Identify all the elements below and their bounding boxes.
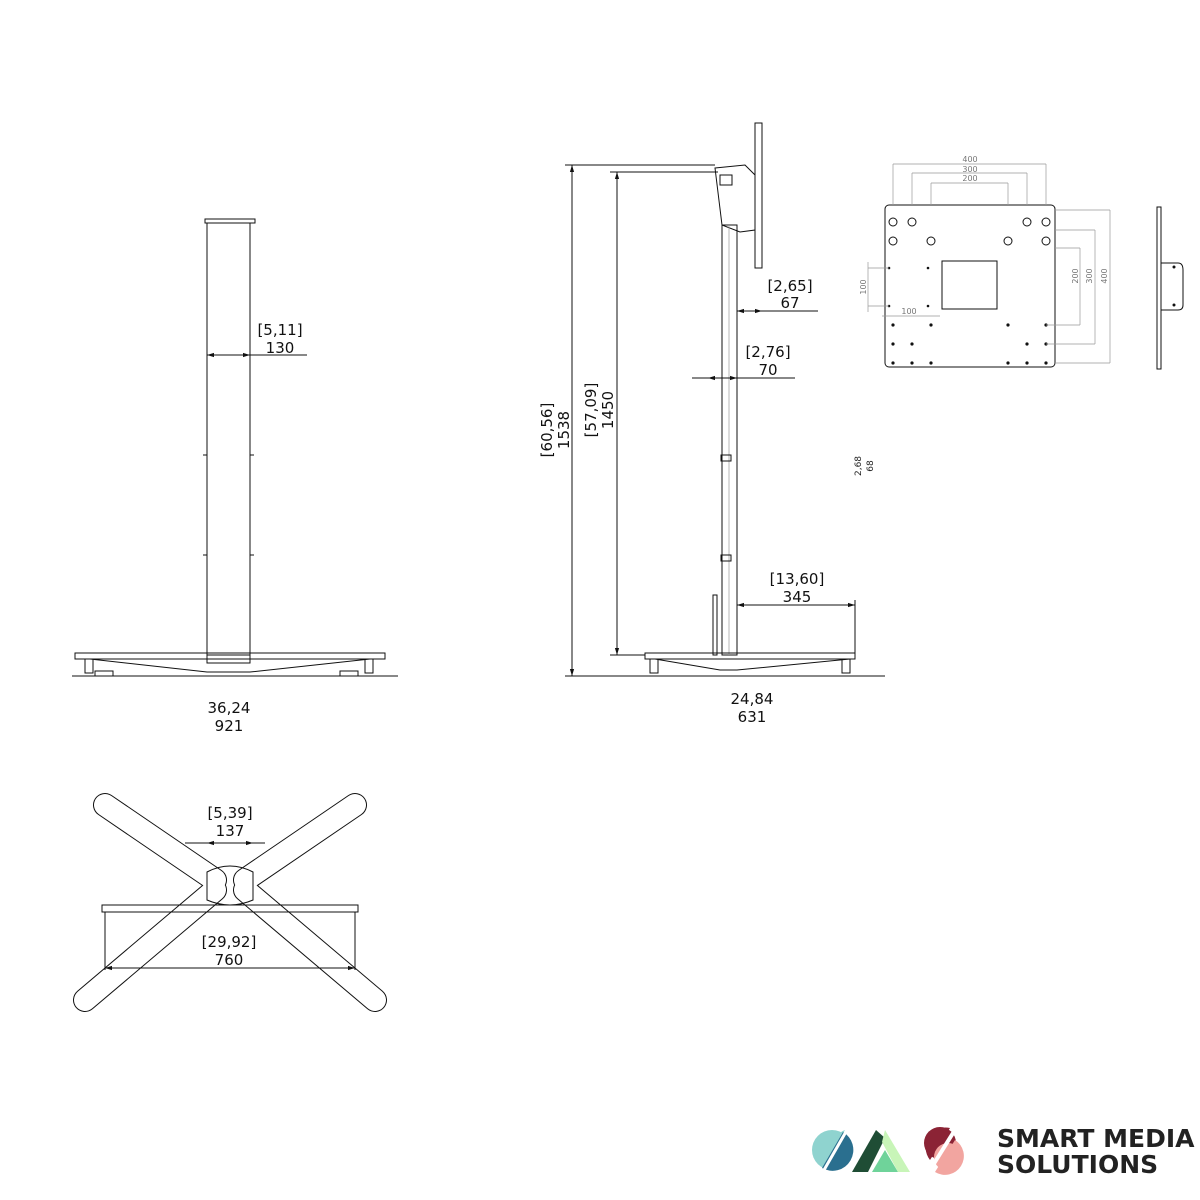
- span-mm: 760: [215, 951, 244, 969]
- brand-logo: SMART MEDIA SOLUTIONS: [812, 1123, 1195, 1179]
- foot-depth-inch: [13,60]: [770, 570, 825, 588]
- side-base-inch: 24,84: [731, 690, 774, 708]
- pole-height-inch: [57,09]: [582, 383, 600, 438]
- front-width-mm: 130: [266, 339, 295, 357]
- vesa-top-200: 200: [962, 174, 977, 183]
- vesa-right-300: 300: [1085, 268, 1094, 283]
- vesa-small-v-100: 100: [859, 279, 868, 294]
- front-base-inch: 36,24: [208, 699, 251, 717]
- bracket-depth-mm: 67: [780, 294, 799, 312]
- vesa-plate-outline: [884, 204, 1056, 368]
- total-height-mm: 1538: [555, 411, 573, 449]
- plate-thickness-inch: 2,68: [854, 456, 864, 476]
- vesa-right-200: 200: [1071, 268, 1080, 283]
- vesa-top-400: 400: [962, 155, 977, 164]
- vesa-side-profile: [1156, 206, 1162, 370]
- vesa-small-h-100: 100: [901, 307, 916, 316]
- logo-text-line1: SMART MEDIA: [997, 1124, 1195, 1153]
- vesa-plate: 400 300 200 200 300 400 100 100: [859, 155, 1184, 370]
- front-base-plate: [74, 652, 386, 660]
- vesa-center-cutout: [941, 260, 998, 310]
- side-base-mm: 631: [738, 708, 767, 726]
- front-width-inch: [5,11]: [257, 321, 302, 339]
- column-width-mm: 137: [216, 822, 245, 840]
- pole-height-mm: 1450: [599, 391, 617, 429]
- foot-depth-mm: 345: [783, 588, 812, 606]
- vesa-right-400: 400: [1100, 268, 1109, 283]
- bottom-crossbar: [101, 904, 359, 913]
- column-width-inch: [5,39]: [207, 804, 252, 822]
- logo-text-line2: SOLUTIONS: [997, 1150, 1158, 1179]
- front-base-mm: 921: [215, 717, 244, 735]
- bottom-view: [5,39] 137 [29,92] 760: [73, 793, 387, 1012]
- front-view: [5,11] 130 36,24 921: [72, 218, 398, 735]
- side-pole: [721, 224, 738, 656]
- vesa-top-300: 300: [962, 165, 977, 174]
- side-view: [60,56] 1538 [57,09] 1450 [2,65] 67 [2,7…: [538, 122, 885, 726]
- bracket-depth-inch: [2,65]: [767, 277, 812, 295]
- screen-profile: [754, 122, 763, 269]
- pole-depth-mm: 70: [758, 361, 777, 379]
- pole-depth-inch: [2,76]: [745, 343, 790, 361]
- front-column: [206, 222, 251, 656]
- total-height-inch: [60,56]: [538, 403, 556, 458]
- plate-thickness-mm: 68: [866, 460, 876, 472]
- span-inch: [29,92]: [202, 933, 257, 951]
- logo-mark: [812, 1123, 964, 1175]
- bottom-column-hub: [206, 865, 254, 906]
